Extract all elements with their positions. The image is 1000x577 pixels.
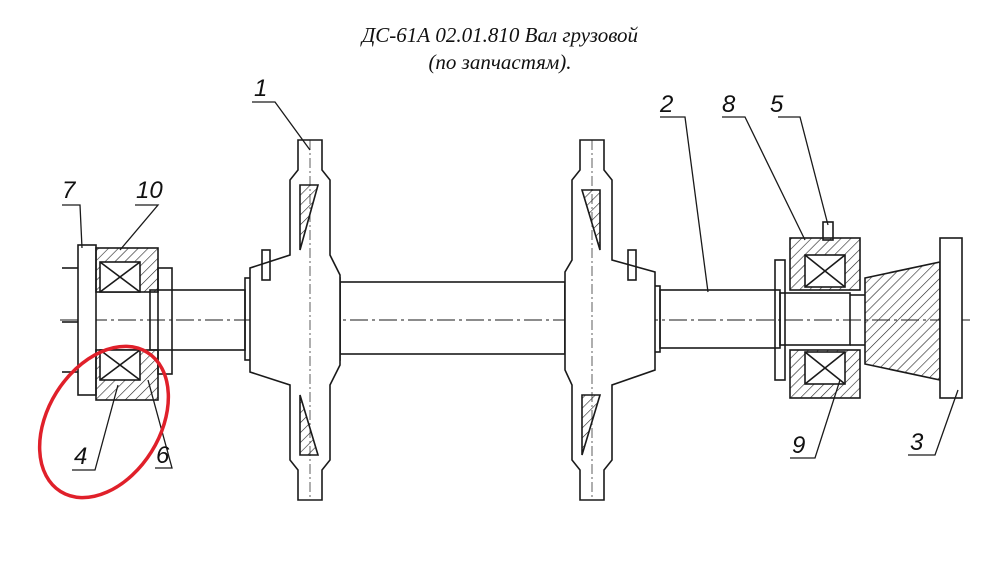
drawing-subtitle: (по запчастям).: [428, 50, 572, 74]
right-bearing-housing: [774, 221, 861, 399]
coupling: [850, 237, 963, 399]
sprocket-left: [249, 139, 341, 501]
part-label-7: 7: [62, 177, 77, 204]
part-label-5: 5: [770, 91, 784, 118]
part-label-10: 10: [136, 177, 163, 204]
part-label-1: 1: [254, 75, 267, 102]
part-label-4: 4: [74, 443, 87, 470]
part-label-9: 9: [792, 432, 805, 459]
leader-lines: [62, 101, 959, 471]
sprocket-right: [564, 139, 656, 501]
part-label-3: 3: [910, 429, 924, 456]
part-label-6: 6: [156, 442, 170, 469]
part-label-2: 2: [659, 91, 673, 118]
part-label-8: 8: [722, 91, 736, 118]
highlight-ellipse: [37, 344, 171, 500]
drawing-title: ДС-61А 02.01.810 Вал грузовой: [361, 23, 639, 47]
